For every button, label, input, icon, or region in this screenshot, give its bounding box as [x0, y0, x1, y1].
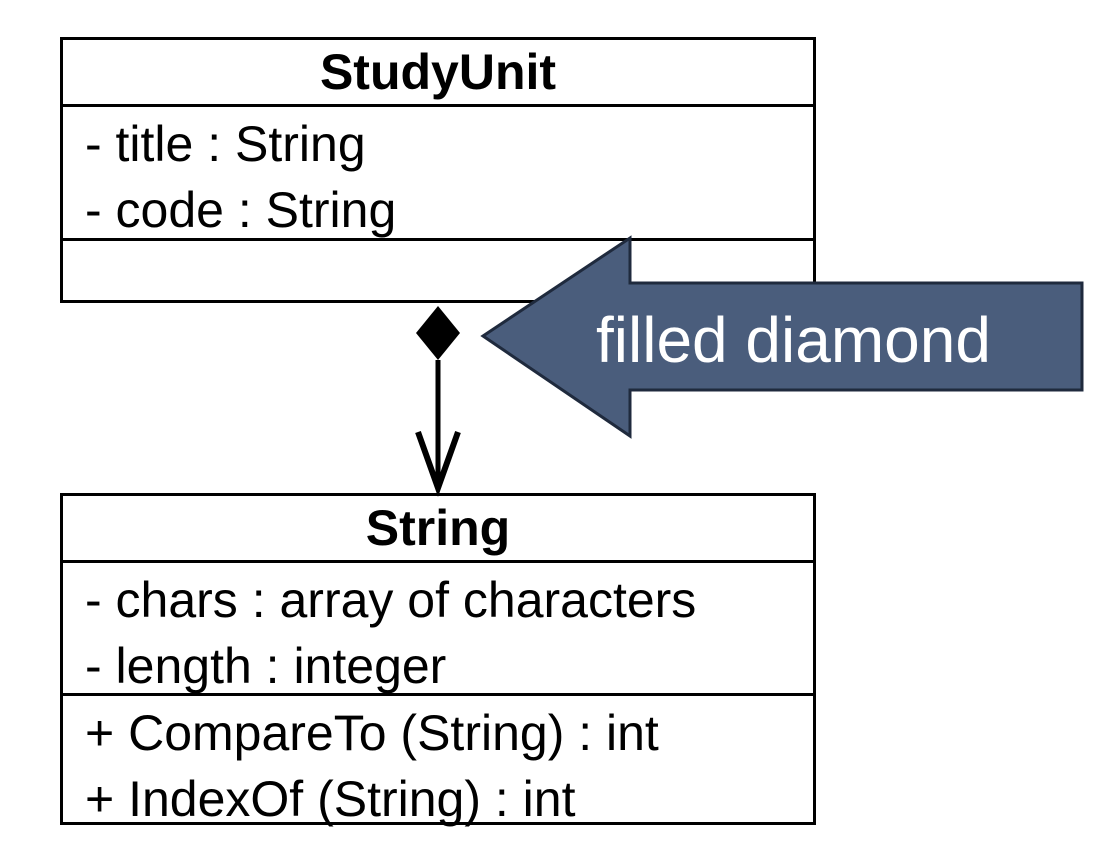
- callout-label: filled diamond: [596, 304, 991, 376]
- class-box-string: String - chars : array of characters - l…: [60, 493, 816, 828]
- callout-arrow-shape: [480, 235, 1084, 439]
- navigation-arrowhead-icon: [415, 430, 461, 497]
- class-name-studyunit: StudyUnit: [63, 40, 813, 107]
- composition-diamond-icon: [416, 306, 460, 360]
- attributes-compartment-studyunit: - title : String - code : String: [63, 107, 813, 241]
- attributes-compartment-string: - chars : array of characters - length :…: [63, 563, 813, 696]
- class-box-studyunit: StudyUnit - title : String - code : Stri…: [60, 37, 816, 303]
- attribute-chars: - chars : array of characters: [85, 572, 697, 628]
- operation-indexof: + IndexOf (String) : int: [85, 771, 576, 827]
- attribute-title: - title : String: [85, 116, 366, 172]
- class-name-string: String: [63, 496, 813, 563]
- operations-compartment-string: + CompareTo (String) : int + IndexOf (St…: [63, 696, 813, 828]
- attribute-length: - length : integer: [85, 638, 447, 694]
- operation-compareto: + CompareTo (String) : int: [85, 705, 659, 761]
- attribute-code: - code : String: [85, 182, 397, 238]
